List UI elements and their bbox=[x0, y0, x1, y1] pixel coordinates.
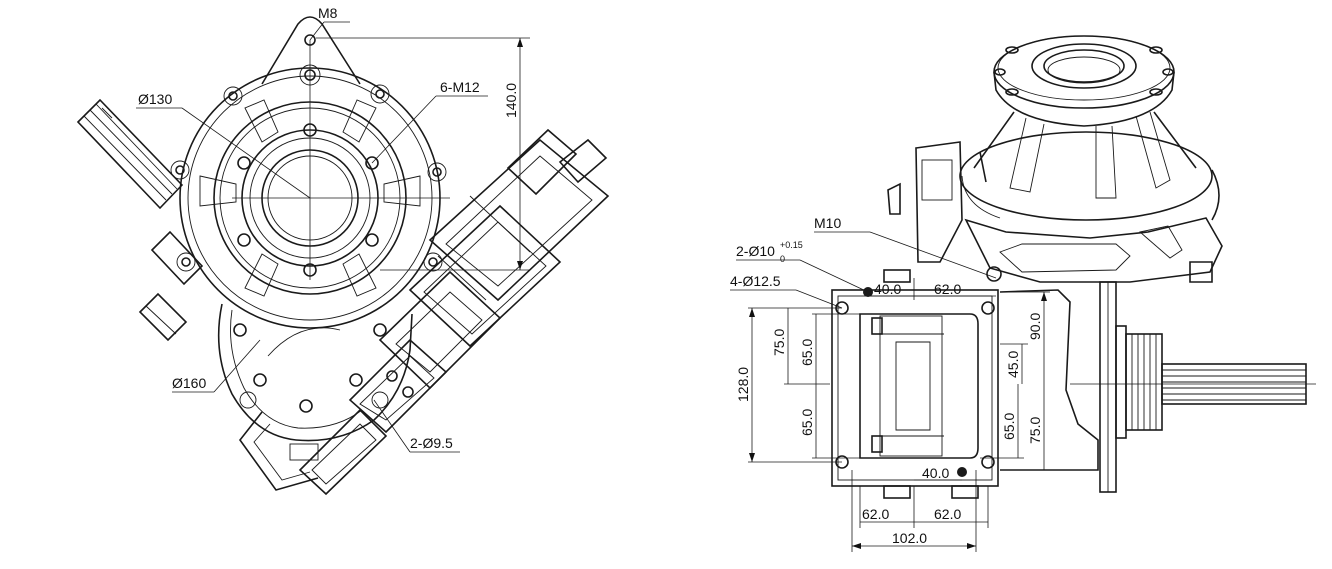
label-65-left-top: 65.0 bbox=[799, 339, 815, 366]
label-2-dia-9-5: 2-Ø9.5 bbox=[410, 435, 453, 451]
label-40-top: 40.0 bbox=[874, 281, 901, 297]
label-2-dia-10: 2-Ø10 bbox=[736, 243, 775, 259]
label-62-bottom-right: 62.0 bbox=[934, 506, 961, 522]
label-6-m12: 6-M12 bbox=[440, 79, 480, 95]
label-90: 90.0 bbox=[1027, 313, 1043, 340]
label-4-dia-12-5: 4-Ø12.5 bbox=[730, 273, 781, 289]
label-dia-130: Ø130 bbox=[138, 91, 172, 107]
label-40-bottom: 40.0 bbox=[922, 465, 949, 481]
left-front-view: M8 Ø130 6-M12 140.0 Ø160 2-Ø9.5 bbox=[76, 5, 610, 496]
gear-housing bbox=[170, 40, 450, 329]
label-75-right: 75.0 bbox=[1027, 417, 1043, 444]
top-flange-assembly bbox=[959, 35, 1220, 221]
right-side-view: M10 2-Ø10 +0.15 0 4-Ø12.5 40.0 62.0 90.0… bbox=[730, 35, 1316, 552]
side-body bbox=[887, 141, 1223, 283]
label-102: 102.0 bbox=[892, 530, 927, 546]
label-m10: M10 bbox=[814, 215, 841, 231]
input-shaft-splined bbox=[76, 98, 204, 342]
label-62-top: 62.0 bbox=[934, 281, 961, 297]
label-tol-upper: +0.15 bbox=[780, 240, 803, 250]
lower-gear-case bbox=[217, 303, 413, 491]
label-tol-lower: 0 bbox=[780, 254, 785, 264]
top-mounting-lug bbox=[261, 16, 361, 86]
label-m8: M8 bbox=[318, 5, 338, 21]
label-62-bottom-left: 62.0 bbox=[862, 506, 889, 522]
label-128: 128.0 bbox=[735, 367, 751, 402]
label-dia-160: Ø160 bbox=[172, 375, 206, 391]
label-45: 45.0 bbox=[1005, 351, 1021, 378]
left-dimensions bbox=[136, 21, 530, 453]
mounting-flange-plate bbox=[831, 269, 999, 499]
label-65-left-bottom: 65.0 bbox=[799, 409, 815, 436]
label-65-right: 65.0 bbox=[1001, 413, 1017, 440]
label-140: 140.0 bbox=[503, 83, 519, 118]
label-75-left: 75.0 bbox=[771, 329, 787, 356]
right-dimensions bbox=[730, 231, 1050, 552]
output-shaft bbox=[999, 281, 1316, 493]
inclined-output-assembly bbox=[298, 128, 610, 496]
